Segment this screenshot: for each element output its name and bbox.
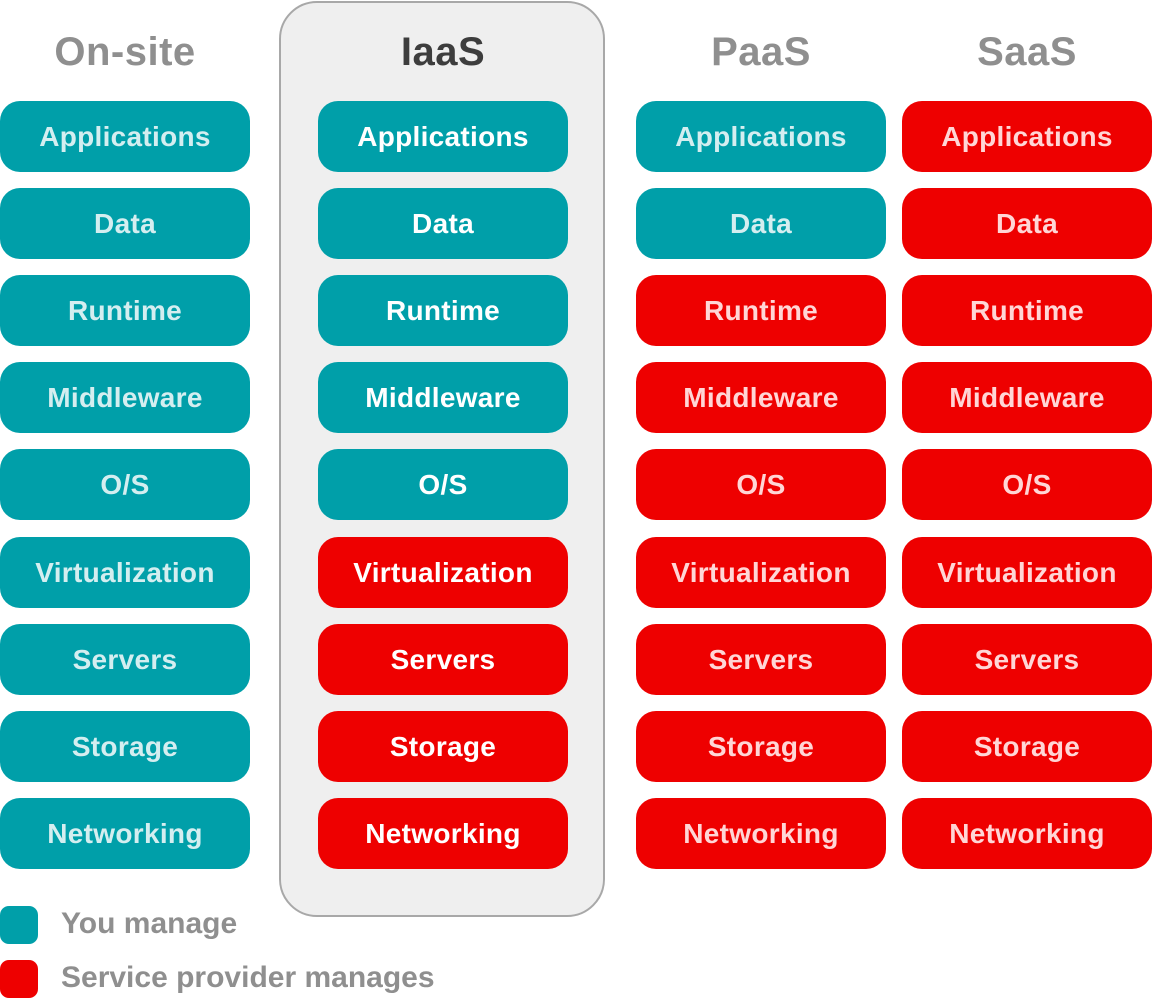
tile-iaas-virtualization: Virtualization (318, 537, 568, 608)
tile-saas-networking: Networking (902, 798, 1152, 869)
tile-paas-applications: Applications (636, 101, 886, 172)
tile-saas-o-s: O/S (902, 449, 1152, 520)
tile-iaas-storage: Storage (318, 711, 568, 782)
tile-saas-applications: Applications (902, 101, 1152, 172)
tile-saas-storage: Storage (902, 711, 1152, 782)
tile-paas-networking: Networking (636, 798, 886, 869)
tile-saas-data: Data (902, 188, 1152, 259)
tile-saas-servers: Servers (902, 624, 1152, 695)
legend-swatch-provider-manages (0, 960, 38, 998)
tile-iaas-servers: Servers (318, 624, 568, 695)
tile-on-site-data: Data (0, 188, 250, 259)
tile-iaas-runtime: Runtime (318, 275, 568, 346)
tile-saas-virtualization: Virtualization (902, 537, 1152, 608)
tile-saas-middleware: Middleware (902, 362, 1152, 433)
tile-saas-runtime: Runtime (902, 275, 1152, 346)
tile-on-site-runtime: Runtime (0, 275, 250, 346)
column-title-iaas: IaaS (400, 30, 486, 74)
tile-on-site-storage: Storage (0, 711, 250, 782)
tile-on-site-middleware: Middleware (0, 362, 250, 433)
tile-on-site-o-s: O/S (0, 449, 250, 520)
tile-on-site-virtualization: Virtualization (0, 537, 250, 608)
tile-paas-runtime: Runtime (636, 275, 886, 346)
tile-on-site-applications: Applications (0, 101, 250, 172)
column-title-saas: SaaS (977, 30, 1077, 74)
tile-paas-storage: Storage (636, 711, 886, 782)
column-title-paas: PaaS (711, 30, 811, 74)
tile-paas-middleware: Middleware (636, 362, 886, 433)
legend-swatch-you-manage (0, 906, 38, 944)
tile-paas-servers: Servers (636, 624, 886, 695)
tile-iaas-applications: Applications (318, 101, 568, 172)
tile-paas-o-s: O/S (636, 449, 886, 520)
tile-on-site-networking: Networking (0, 798, 250, 869)
legend-label-provider-manages: Service provider manages (61, 961, 435, 994)
tile-iaas-data: Data (318, 188, 568, 259)
tile-on-site-servers: Servers (0, 624, 250, 695)
legend-label-you-manage: You manage (61, 907, 238, 940)
tile-iaas-networking: Networking (318, 798, 568, 869)
column-title-on-site: On-site (54, 30, 196, 74)
tile-paas-virtualization: Virtualization (636, 537, 886, 608)
tile-paas-data: Data (636, 188, 886, 259)
tile-iaas-middleware: Middleware (318, 362, 568, 433)
tile-iaas-o-s: O/S (318, 449, 568, 520)
